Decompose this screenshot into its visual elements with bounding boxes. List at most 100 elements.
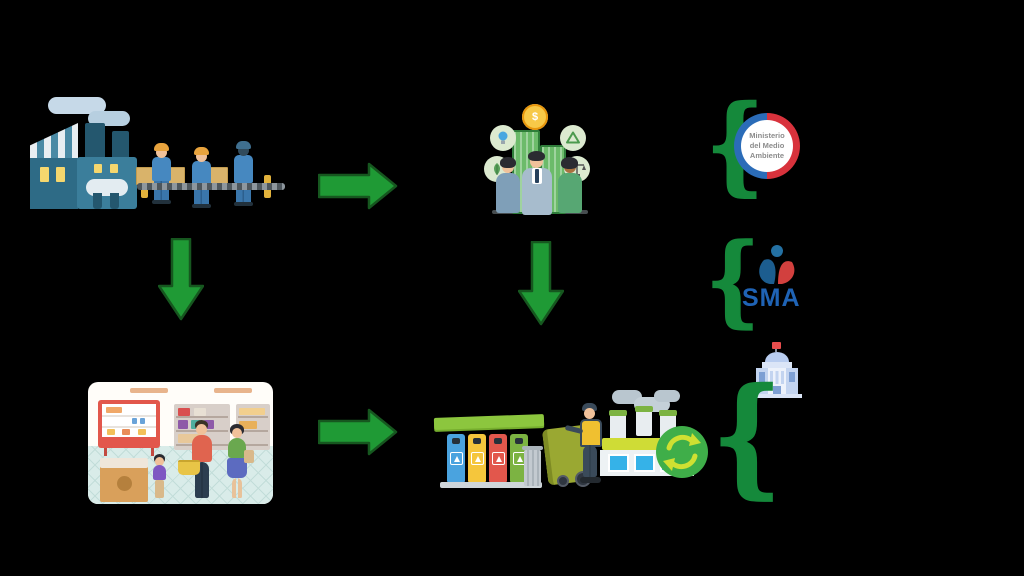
worker-face <box>156 147 167 158</box>
ministerio-text: Ministerio del Medio Ambiente <box>741 120 793 172</box>
worker-cap-icon <box>582 403 597 411</box>
smoke-puff <box>48 97 106 114</box>
factory-window <box>94 164 102 173</box>
worker-legs <box>194 185 209 205</box>
person-face <box>584 408 595 419</box>
worker-feet <box>234 202 253 206</box>
factory-door <box>86 179 128 196</box>
recycle-bin-yellow <box>468 434 486 482</box>
factory-pipe <box>93 193 102 209</box>
shopping-basket-icon <box>178 460 200 475</box>
person-body <box>496 173 520 213</box>
dollar-coin: $ <box>522 104 548 130</box>
flow-arrow-factory-to-team <box>318 162 398 210</box>
recycle-bin-blue <box>447 434 465 482</box>
sma-figure-icon <box>759 245 795 284</box>
dollar-symbol: $ <box>531 110 539 123</box>
product <box>204 420 214 429</box>
display-case <box>98 400 160 456</box>
person-hair <box>561 157 578 169</box>
worker-torso <box>234 155 253 183</box>
conveyor-belt-icon <box>137 183 285 190</box>
trash-can-icon <box>522 446 543 486</box>
person-tie <box>535 169 539 183</box>
product <box>239 421 257 429</box>
hard-hat-icon <box>236 141 251 149</box>
recycle-icon <box>450 452 463 465</box>
crate-hole <box>117 476 132 491</box>
display-leg <box>151 448 154 456</box>
product <box>140 418 145 424</box>
ministerio-line3: Ambiente <box>749 150 785 160</box>
coin-icon: $ <box>522 104 548 130</box>
sustainability-team-illustration: $ <box>478 100 602 220</box>
lightbulb-icon <box>490 125 516 151</box>
factory-illustration <box>30 95 292 213</box>
display-leg <box>104 448 107 456</box>
crate-top <box>100 458 148 468</box>
person-legs <box>583 445 597 477</box>
brace-sma: { <box>705 223 760 338</box>
product <box>178 420 188 429</box>
station-roof <box>433 414 545 430</box>
person-body <box>153 465 166 480</box>
store-vent <box>130 388 168 393</box>
person-face <box>155 457 164 466</box>
handbag-icon <box>244 450 254 463</box>
store-illustration <box>88 382 273 504</box>
recycle-icon <box>560 125 586 151</box>
product <box>194 408 206 416</box>
person-legs <box>155 480 164 498</box>
government-building-icon <box>748 340 806 400</box>
smoke-puff <box>88 111 130 126</box>
bin-slot <box>515 438 523 444</box>
bin-slot <box>452 438 460 444</box>
waste-collector-illustration <box>541 403 609 489</box>
plant-window <box>608 454 629 472</box>
flow-arrow-store-to-recycling <box>318 408 398 456</box>
factory-pipe <box>110 193 119 209</box>
product <box>239 408 265 415</box>
person-hair <box>528 151 545 161</box>
person-skirt <box>227 458 247 478</box>
sma-logo: SMA <box>742 244 808 318</box>
sma-label: SMA <box>742 284 801 312</box>
station-base <box>440 482 542 488</box>
recycling-bins-illustration <box>433 408 548 488</box>
worker-torso <box>192 161 211 185</box>
person-hair <box>500 157 516 168</box>
recycle-icon <box>492 452 505 465</box>
factory-window <box>40 167 49 182</box>
product <box>178 408 190 416</box>
factory-window <box>110 164 118 173</box>
plant-window <box>634 454 655 472</box>
flow-arrow-factory-to-store <box>158 238 204 321</box>
person-body <box>228 438 246 458</box>
factory-annex <box>30 158 78 209</box>
person-body <box>192 435 212 462</box>
product <box>106 407 122 413</box>
ministerio-ring: Ministerio del Medio Ambiente <box>734 113 800 179</box>
factory-window <box>56 167 65 182</box>
person-face <box>196 424 207 435</box>
product <box>107 429 115 435</box>
product <box>132 418 137 424</box>
worker-feet <box>152 200 171 204</box>
person-face <box>232 428 242 438</box>
display-shelves <box>102 404 156 437</box>
plant-chimney-icon <box>635 406 653 436</box>
store-vent <box>214 388 252 393</box>
hard-hat-icon <box>194 147 209 155</box>
person-shoes <box>580 477 601 483</box>
bin-slot <box>473 438 481 444</box>
recycle-bin-red <box>489 434 507 482</box>
ministerio-line1: Ministerio <box>749 131 785 141</box>
person-legs <box>232 478 242 498</box>
worker-face <box>196 151 207 162</box>
cart-wheel <box>557 475 569 487</box>
recycle-icon <box>471 452 484 465</box>
product <box>138 429 146 435</box>
flow-arrow-team-to-recycling <box>518 241 564 326</box>
wooden-crate <box>100 458 148 502</box>
